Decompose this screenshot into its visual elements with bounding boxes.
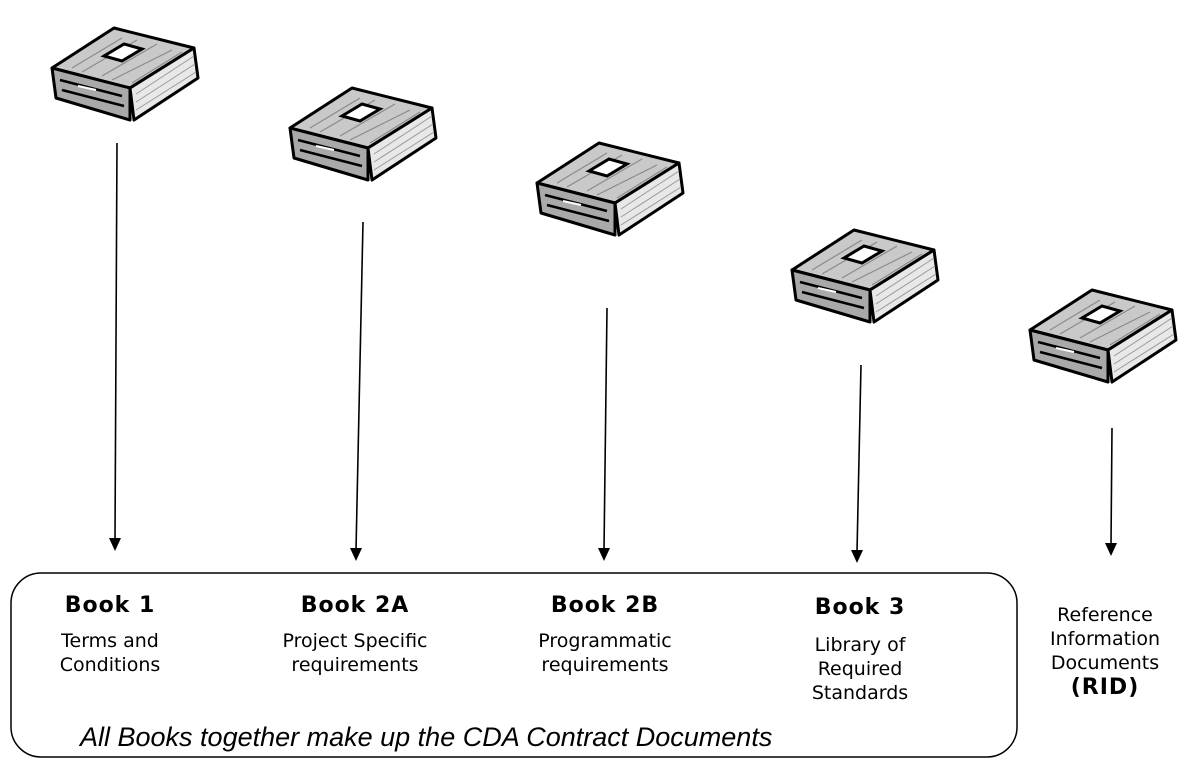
book-description: Terms and Conditions	[59, 630, 161, 676]
book-description: Programmatic requirements	[538, 630, 672, 676]
book-title: Book 3	[814, 595, 906, 620]
caption: All Books together make up the CDA Contr…	[80, 722, 773, 752]
book-description: Project Specific requirements	[282, 630, 428, 676]
books-group-box	[10, 572, 1018, 758]
arrow-book1	[114, 142, 118, 541]
arrowhead	[1105, 543, 1117, 556]
book2b-label: Book 2B Programmatic requirements	[500, 593, 710, 677]
arrow-book3	[856, 364, 862, 553]
book-icon	[50, 26, 200, 122]
book-icon	[790, 228, 940, 324]
book-title: Book 1	[64, 593, 156, 618]
arrowhead	[851, 550, 863, 563]
book1-label: Book 1 Terms and Conditions	[35, 593, 185, 677]
rid-label: Reference Information Documents (RID)	[1020, 603, 1190, 701]
book3-label: Book 3 Library of Required Standards	[770, 595, 950, 705]
arrow-book2b	[603, 307, 608, 551]
book-icon	[288, 86, 438, 182]
book-icon	[535, 141, 685, 237]
arrowhead	[350, 548, 362, 561]
arrowhead	[109, 538, 121, 551]
book-icon	[1028, 288, 1178, 384]
arrowhead	[598, 548, 610, 561]
rid-description: Reference Information Documents	[1050, 604, 1160, 674]
book-description: Library of Required Standards	[811, 634, 909, 704]
arrow-book2a	[355, 221, 364, 551]
rid-title: (RID)	[1070, 675, 1140, 700]
book-title: Book 2B	[550, 593, 660, 618]
arrow-rid	[1110, 427, 1113, 546]
book-title: Book 2A	[300, 593, 410, 618]
book2a-label: Book 2A Project Specific requirements	[255, 593, 455, 677]
